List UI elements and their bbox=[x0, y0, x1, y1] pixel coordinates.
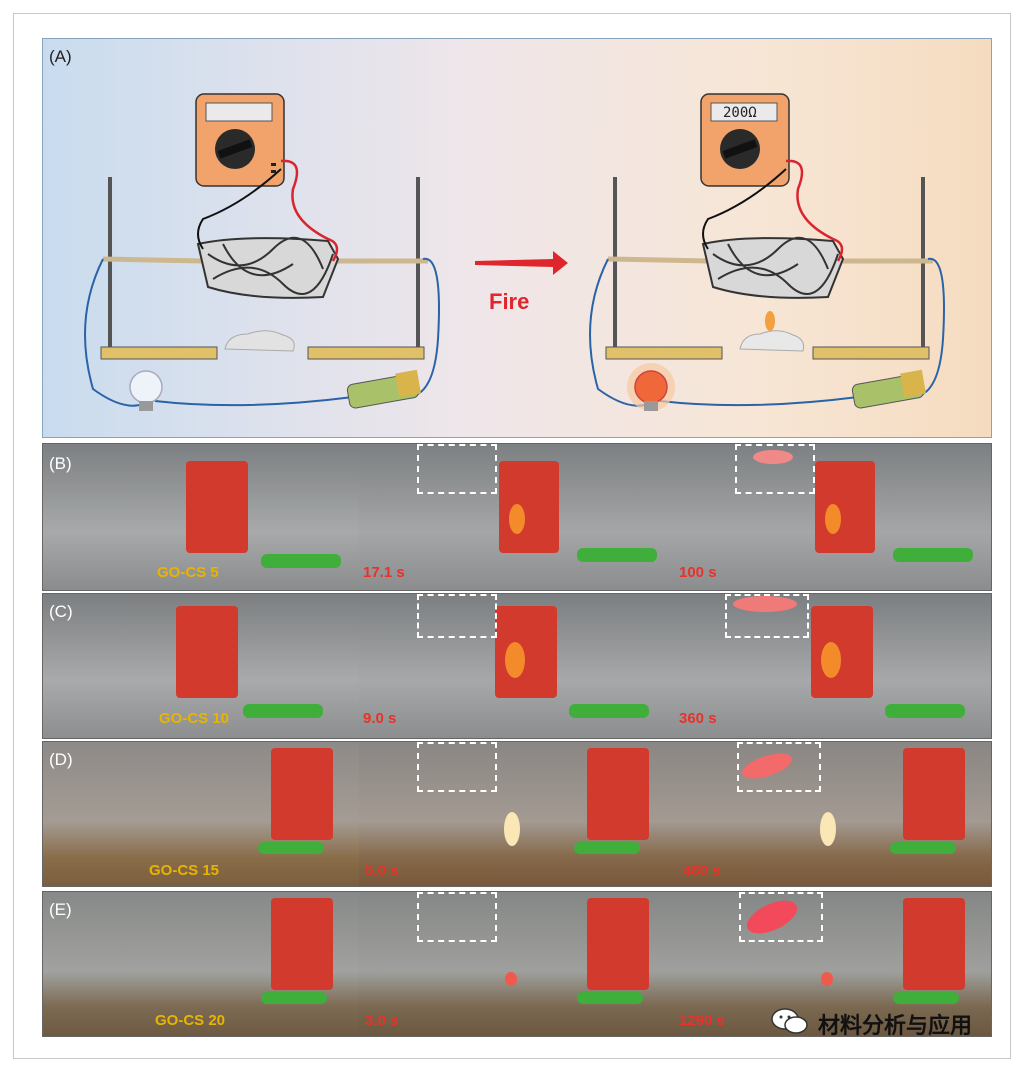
sample-caption: GO-CS 10 bbox=[159, 710, 230, 727]
panel-b-photo-2 bbox=[359, 444, 675, 590]
panel-d-photo-2 bbox=[359, 742, 675, 886]
bulb-off-icon bbox=[129, 370, 163, 411]
wechat-icon bbox=[771, 1008, 808, 1034]
watermark: 材料分析与应用 bbox=[770, 1006, 1000, 1038]
time-caption: 9.0 s bbox=[363, 710, 397, 727]
panel-d-photo-3 bbox=[675, 742, 991, 886]
multimeter-photo bbox=[186, 461, 248, 553]
battery-photo bbox=[261, 554, 341, 568]
circuit-schematic bbox=[84, 93, 945, 411]
time-caption: 1290 s bbox=[679, 1012, 725, 1029]
time-caption: 100 s bbox=[679, 564, 717, 581]
sample-caption: GO-CS 5 bbox=[157, 564, 219, 581]
time-caption: 3.0 s bbox=[365, 1012, 399, 1029]
panel-c: (C) GO-CS 10 9.0 s 360 s bbox=[42, 593, 992, 739]
panel-c-label: (C) bbox=[49, 602, 73, 621]
multimeter-right-icon bbox=[700, 93, 790, 187]
time-caption: 5.0 s bbox=[365, 862, 399, 879]
panel-e-photo-3 bbox=[675, 892, 991, 1036]
time-caption: 17.1 s bbox=[363, 564, 405, 581]
time-caption: 360 s bbox=[679, 710, 717, 727]
watermark-text: 材料分析与应用 bbox=[818, 1013, 973, 1038]
battery-left-icon bbox=[346, 369, 422, 409]
panel-c-photo-3 bbox=[675, 594, 991, 738]
flame bbox=[509, 504, 525, 534]
panel-d-label: (D) bbox=[49, 750, 73, 769]
panel-d-photo-1 bbox=[43, 742, 359, 886]
arrow-right-icon bbox=[475, 251, 568, 275]
panel-b-photo-3 bbox=[675, 444, 991, 590]
panel-a-label: (A) bbox=[49, 47, 72, 66]
battery-right-icon bbox=[851, 369, 927, 409]
panel-e: (E) GO-CS 20 3.0 s 1290 s bbox=[42, 891, 992, 1037]
panel-b-label: (B) bbox=[49, 454, 72, 473]
sample-caption: GO-CS 20 bbox=[155, 1012, 226, 1029]
time-caption: 480 s bbox=[683, 862, 721, 879]
left-setup bbox=[84, 93, 440, 411]
meter-reading: 200Ω bbox=[723, 105, 757, 121]
right-setup bbox=[589, 93, 945, 411]
panel-b-photo-1 bbox=[43, 444, 359, 590]
inset-box bbox=[417, 444, 497, 494]
multimeter-left-icon bbox=[195, 93, 285, 187]
panel-e-photo-2 bbox=[359, 892, 675, 1036]
fire-label: Fire bbox=[489, 289, 530, 314]
panel-a: (A) bbox=[42, 38, 992, 438]
panel-e-label: (E) bbox=[49, 900, 72, 919]
panel-b: (B) GO-CS 5 17.1 s 100 s bbox=[42, 443, 992, 591]
panel-c-photo-2 bbox=[359, 594, 675, 738]
sample-caption: GO-CS 15 bbox=[149, 862, 220, 879]
panel-c-photo-1 bbox=[43, 594, 359, 738]
bulb-on-icon bbox=[627, 363, 675, 411]
panel-d: (D) GO-CS 15 5.0 s 480 s bbox=[42, 741, 992, 887]
panel-e-photo-1 bbox=[43, 892, 359, 1036]
